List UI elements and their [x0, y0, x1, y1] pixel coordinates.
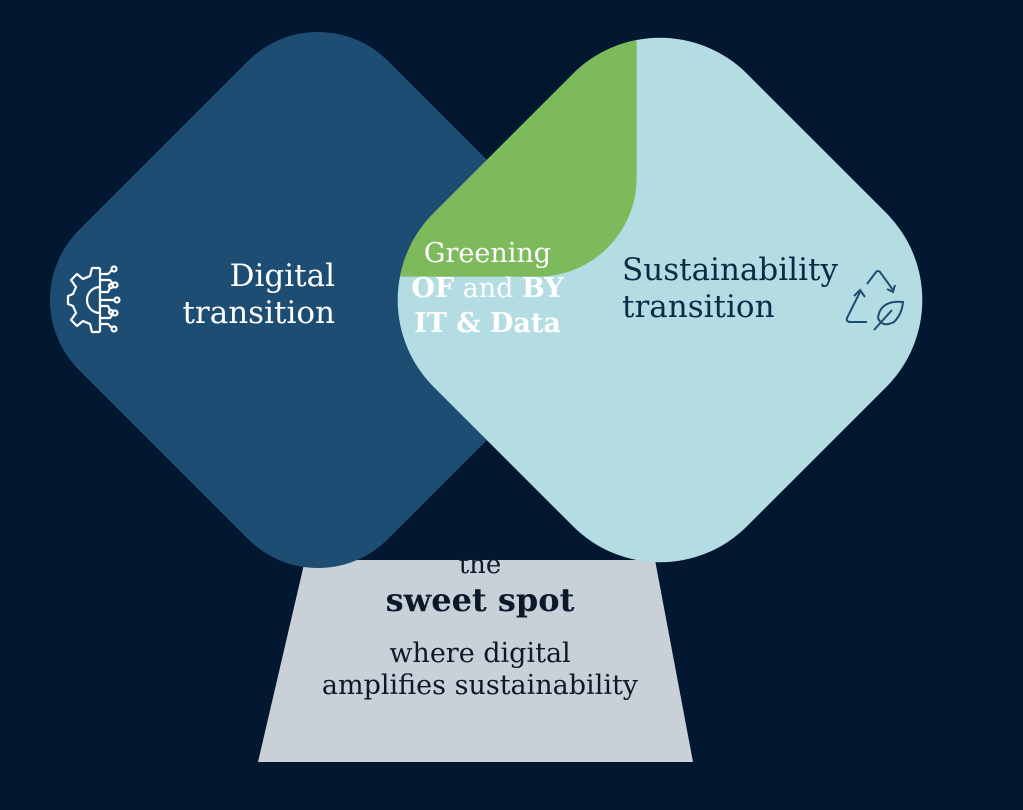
digital-transition-shape — [50, 32, 586, 568]
of-text: OF — [411, 273, 455, 305]
intersection-shape — [397, 37, 637, 277]
sweet-spot-line2: amplifies sustainability — [321, 669, 639, 701]
digital-line2: transition — [182, 295, 335, 332]
sweet-spot-label: the sweet spot where digital amplifies s… — [260, 550, 700, 702]
intersection-line2: OF and BY — [380, 271, 595, 306]
intersection-line1: Greening — [423, 238, 552, 269]
sweet-spot-pre: the — [458, 550, 502, 580]
intersection-line3: IT & Data — [414, 308, 561, 340]
by-text: BY — [522, 273, 564, 305]
digital-line1: Digital — [229, 258, 335, 294]
sweet-spot-base — [258, 560, 693, 762]
and-text: and — [462, 273, 514, 305]
recycle-leaf-icon — [845, 270, 905, 331]
sustainability-transition-label: Sustainability transition — [622, 252, 852, 326]
sweet-spot-line1: where digital — [389, 637, 571, 669]
digital-transition-label: Digital transition — [175, 258, 335, 332]
sustainability-line1: Sustainability — [622, 252, 838, 288]
sustainability-line2: transition — [622, 289, 775, 326]
gear-circuit-icon — [66, 265, 121, 334]
sweet-spot-title: sweet spot — [385, 581, 575, 620]
intersection-label: Greening OF and BY IT & Data — [380, 236, 595, 341]
